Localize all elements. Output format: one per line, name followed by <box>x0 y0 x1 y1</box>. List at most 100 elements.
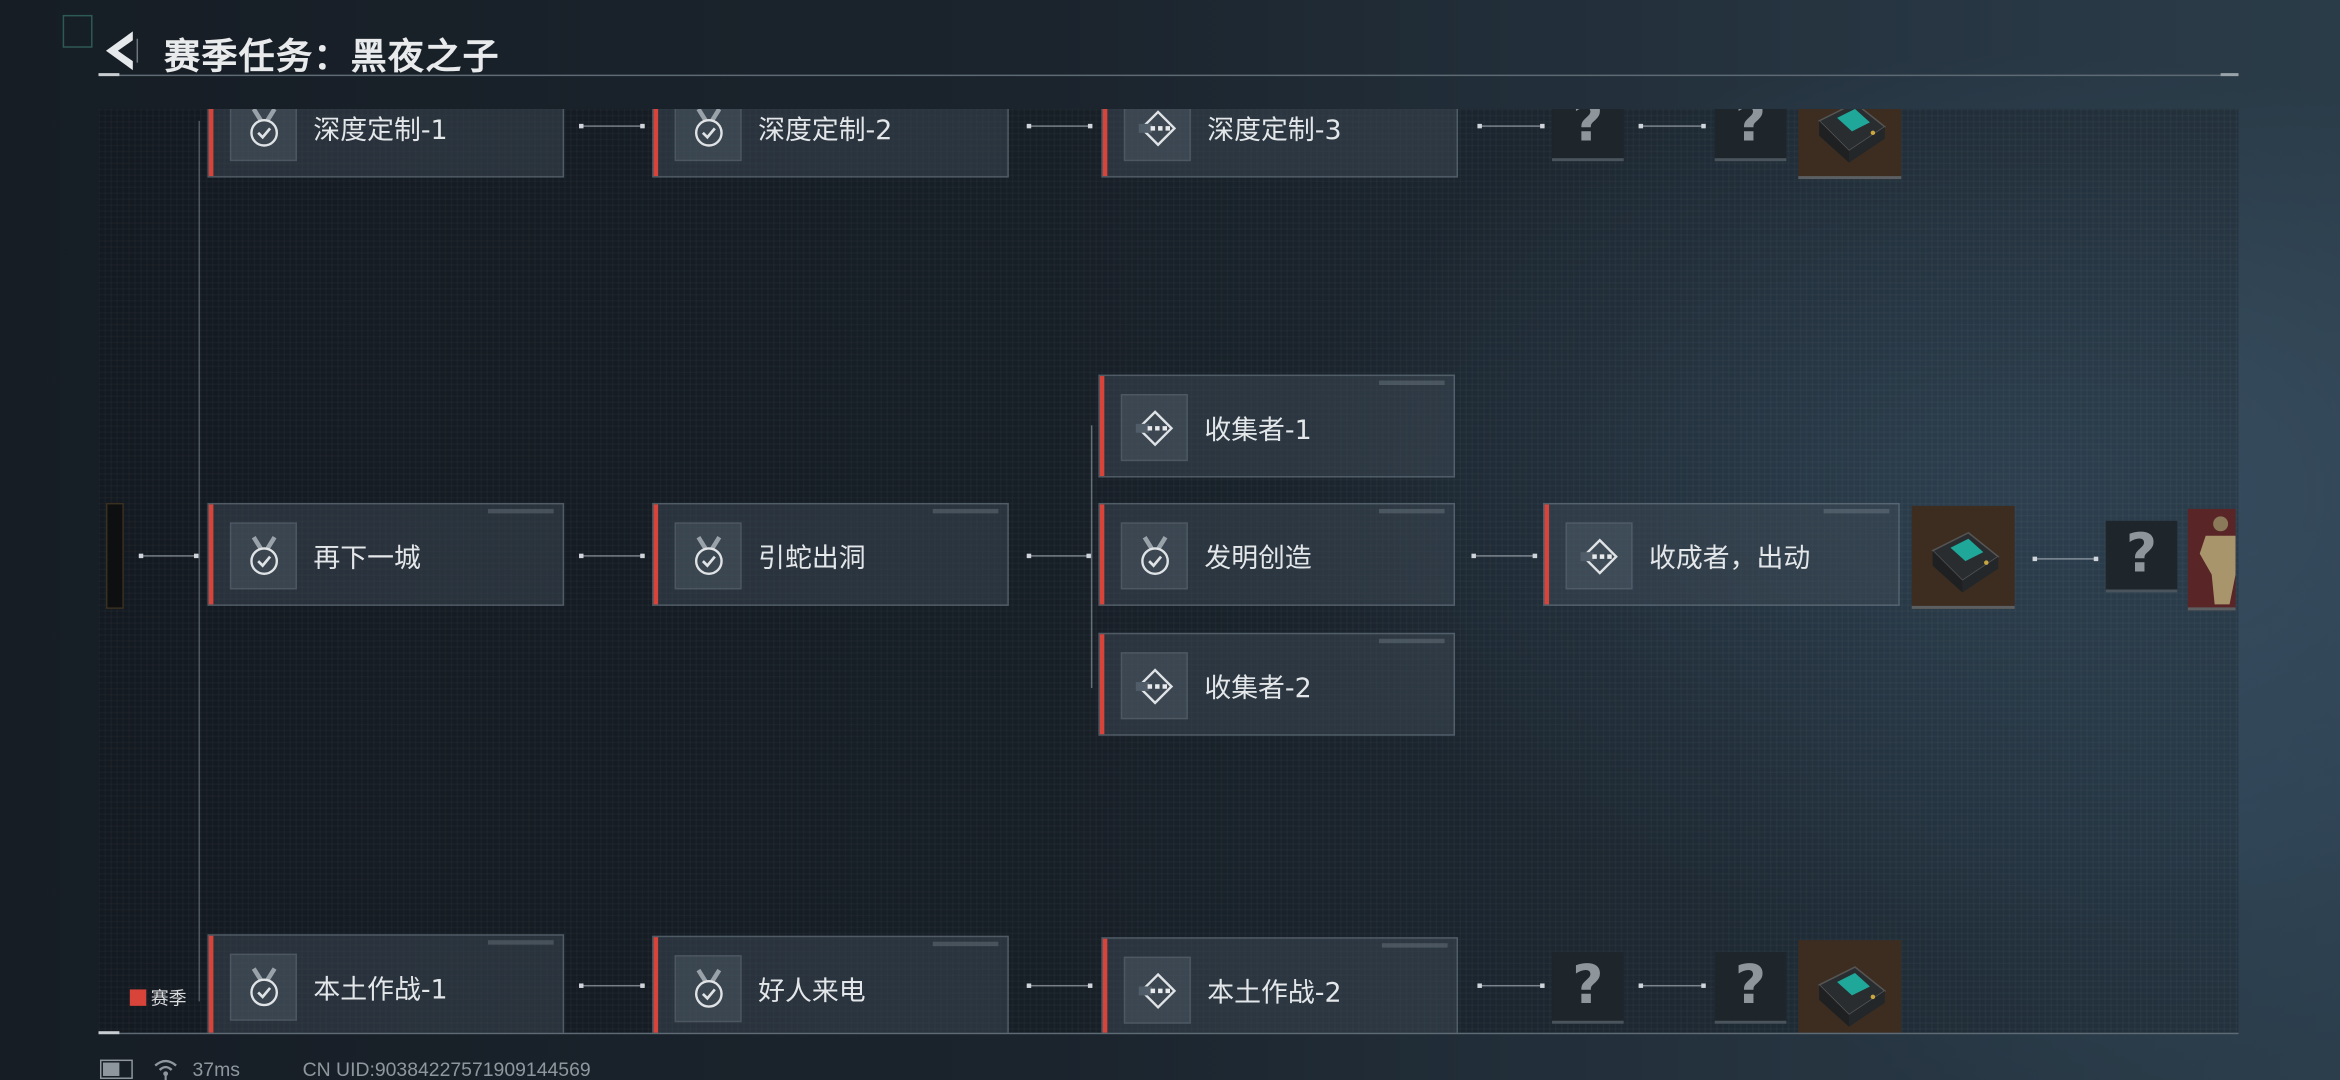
crate-icon <box>1817 966 1887 1027</box>
card-code-decoration <box>487 940 554 945</box>
connector-line <box>1026 983 1093 988</box>
diamond-dash-icon <box>1120 393 1188 462</box>
card-code-decoration <box>932 508 999 514</box>
diamond-dash-icon <box>1565 522 1633 590</box>
task-card-t3[interactable]: 深度定制-3 <box>1101 108 1459 178</box>
task-card-t5[interactable]: 引蛇出洞 <box>652 502 1009 606</box>
card-code-decoration <box>932 941 999 947</box>
season-marker <box>1102 938 1108 1033</box>
back-button[interactable] <box>100 30 139 72</box>
season-marker <box>653 108 659 177</box>
season-marker <box>208 504 214 605</box>
task-label: 发明创造 <box>1204 543 1312 575</box>
card-code-decoration <box>487 508 554 514</box>
diamond-dash-icon <box>1123 956 1191 1024</box>
task-label: 引蛇出洞 <box>758 543 866 575</box>
task-card-t2[interactable]: 深度定制-2 <box>652 108 1009 178</box>
header-divider <box>98 73 2239 77</box>
connector-line <box>1477 983 1545 988</box>
season-marker <box>1099 504 1105 605</box>
medal-check-icon <box>229 522 297 590</box>
legend-season: 赛季 <box>129 985 187 1010</box>
locked-reward[interactable]: ? <box>1552 108 1624 162</box>
connector-line <box>579 983 645 988</box>
task-label: 本土作战-1 <box>313 974 448 1006</box>
reward-crate[interactable] <box>1911 505 2015 609</box>
task-card-t9[interactable]: 收成者，出动 <box>1543 502 1900 606</box>
crate-icon <box>1931 531 2000 593</box>
battery-icon <box>99 1058 133 1079</box>
medal-check-icon <box>674 522 742 590</box>
task-label: 深度定制-2 <box>758 114 893 147</box>
question-mark-icon: ? <box>1734 955 1767 1017</box>
card-code-decoration <box>1378 638 1445 644</box>
task-tree-panel[interactable]: 深度定制-1 深度定制-2 深度定制-3 再下一城 引蛇出洞 收集者-1 发明创… <box>98 108 2239 1033</box>
reward-crate[interactable] <box>1798 108 1902 180</box>
question-mark-icon: ? <box>2125 523 2158 586</box>
medal-check-icon <box>229 108 297 162</box>
diamond-dash-icon <box>1120 652 1188 720</box>
legend-label: 赛季 <box>150 987 187 1009</box>
connector-line <box>1477 123 1545 129</box>
connector-line <box>2032 556 2099 562</box>
season-marker <box>1102 108 1108 177</box>
tree-root-marker <box>105 502 124 609</box>
season-marker <box>1099 634 1105 735</box>
season-marker <box>208 935 214 1033</box>
corner-frame-decoration <box>62 14 93 48</box>
card-code-decoration <box>1378 380 1445 386</box>
task-card-t1[interactable]: 深度定制-1 <box>207 108 565 178</box>
locked-reward[interactable]: ? <box>1714 108 1787 162</box>
task-card-t6[interactable]: 收集者-1 <box>1098 374 1456 478</box>
medal-check-icon <box>229 953 297 1021</box>
crate-icon <box>1817 108 1887 163</box>
locked-reward[interactable]: ? <box>2105 520 2178 593</box>
reward-crate[interactable] <box>1798 940 1902 1033</box>
legend-swatch <box>129 989 147 1006</box>
connector-line <box>1638 123 1706 129</box>
diamond-dash-icon <box>1123 108 1191 162</box>
connector-line <box>1026 553 1091 559</box>
task-card-t8[interactable]: 收集者-2 <box>1098 632 1456 736</box>
medal-check-icon <box>674 955 742 1023</box>
question-mark-icon: ? <box>1572 955 1604 1017</box>
task-label: 深度定制-1 <box>313 114 448 147</box>
back-arrow-icon <box>105 31 139 71</box>
tree-trunk-line <box>198 120 200 1002</box>
wifi-icon <box>154 1059 177 1080</box>
season-marker <box>1099 376 1105 477</box>
connector-line <box>1471 553 1538 559</box>
card-code-decoration <box>1378 508 1445 514</box>
status-bar: 37ms CN UID:90384227571909144569 <box>99 1057 591 1080</box>
task-card-t7[interactable]: 发明创造 <box>1098 502 1456 606</box>
locked-reward[interactable]: ? <box>1552 952 1624 1024</box>
card-code-decoration <box>1823 508 1890 514</box>
ping-readout: 37ms <box>192 1057 240 1080</box>
season-marker <box>1544 504 1550 605</box>
locked-reward[interactable]: ? <box>1714 952 1787 1024</box>
operator-figure-icon <box>2199 516 2236 605</box>
connector-line <box>1638 983 1706 988</box>
connector-line <box>579 553 645 559</box>
season-marker <box>653 504 659 605</box>
task-card-t4[interactable]: 再下一城 <box>207 502 565 606</box>
connector-line <box>1026 123 1093 129</box>
task-label: 收集者-2 <box>1204 673 1312 705</box>
task-card-t11[interactable]: 好人来电 <box>652 935 1009 1033</box>
card-code-decoration <box>1381 943 1448 948</box>
connector-line <box>138 553 199 559</box>
task-card-t10[interactable]: 本土作战-1 <box>207 934 565 1033</box>
task-label: 收成者，出动 <box>1649 543 1811 575</box>
task-label: 好人来电 <box>758 975 866 1008</box>
page-title: 赛季任务：黑夜之子 <box>164 35 500 78</box>
user-uid: CN UID:90384227571909144569 <box>302 1057 591 1080</box>
task-label: 深度定制-3 <box>1207 114 1342 147</box>
season-marker <box>653 937 659 1033</box>
footer-divider <box>98 1031 2239 1035</box>
medal-check-icon <box>1120 522 1188 590</box>
task-label: 再下一城 <box>313 543 421 575</box>
question-mark-icon: ? <box>1734 108 1767 154</box>
reward-character[interactable] <box>2187 508 2236 611</box>
task-card-t12[interactable]: 本土作战-2 <box>1101 937 1459 1033</box>
